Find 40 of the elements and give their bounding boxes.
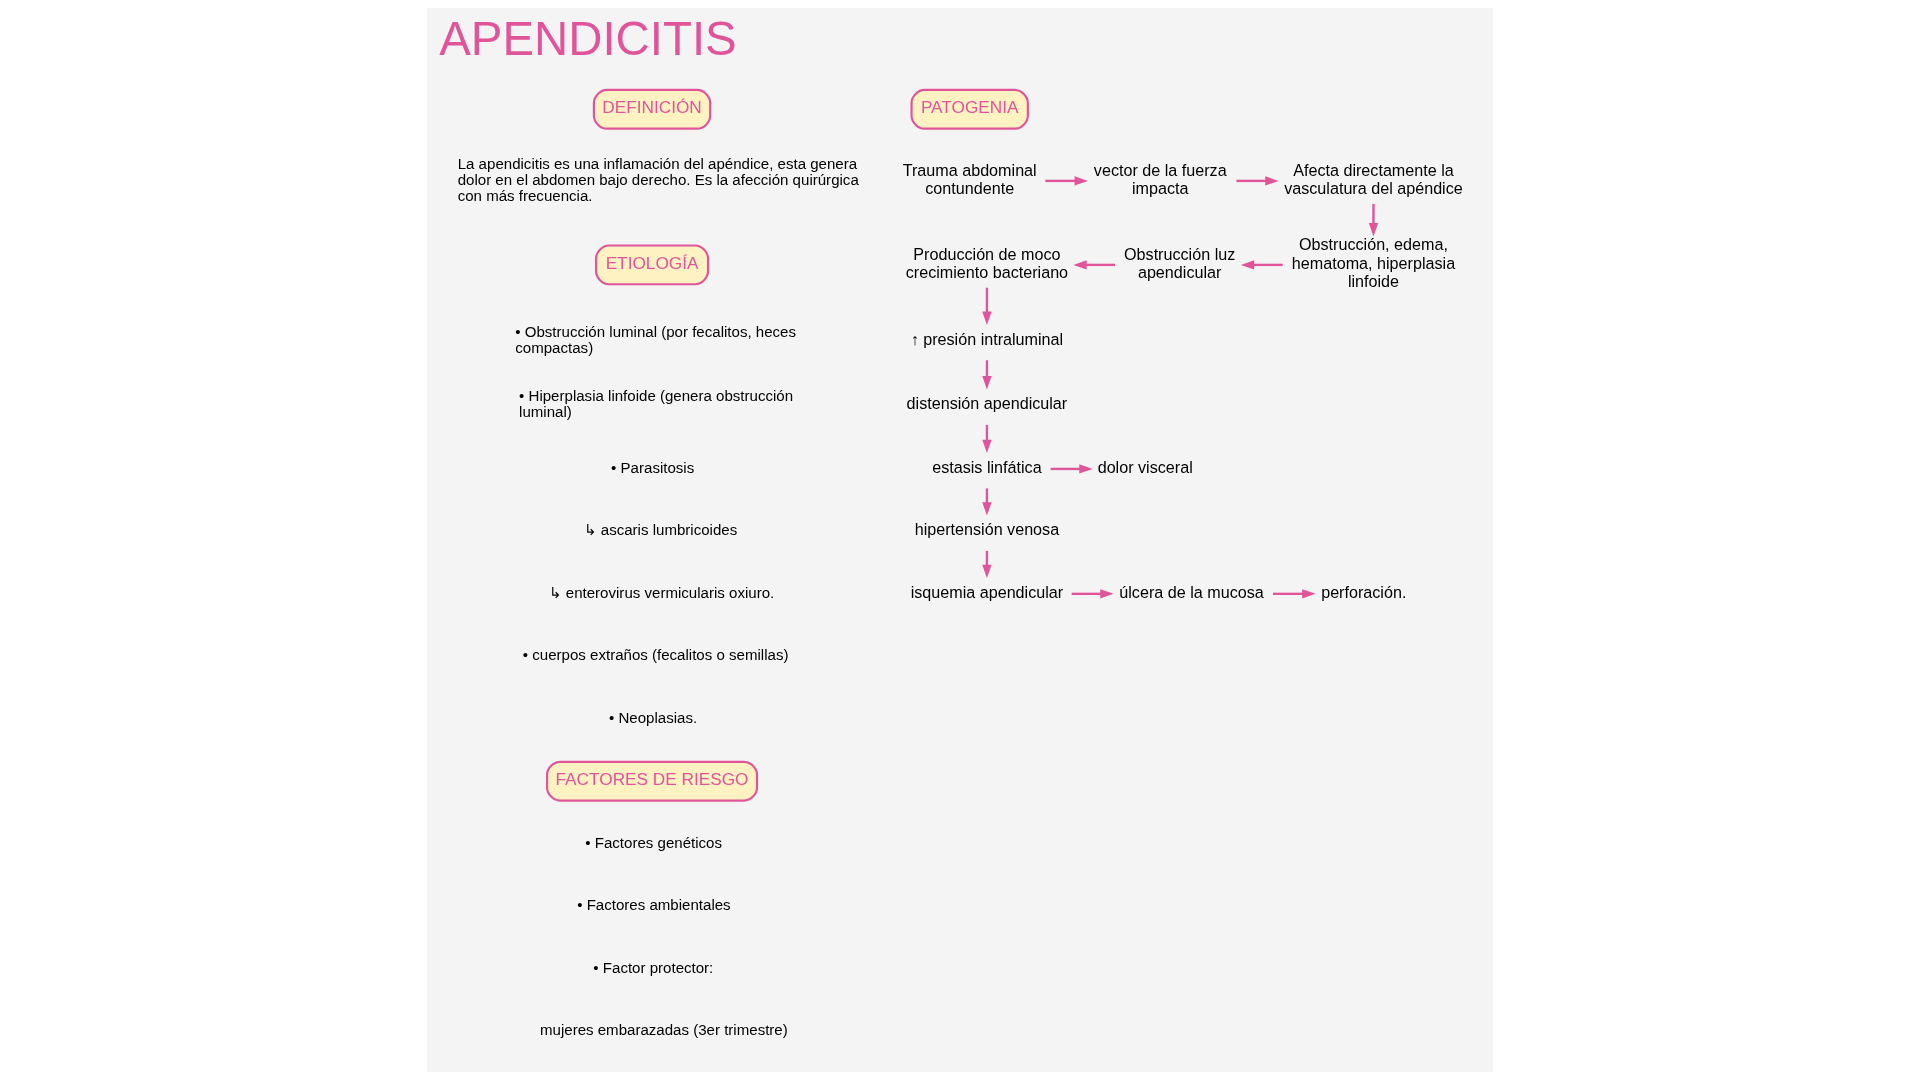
label: • Parasitosis: [611, 458, 695, 476]
arrow: [1045, 176, 1088, 186]
node-text: Afecta directamente la vasculatura del apéndice: [1284, 160, 1463, 197]
node-text: estasis linfática: [932, 457, 1042, 476]
label: ↳ enterovirus vermicularis oxiuro.: [548, 583, 775, 601]
node-text: úlcera de la mucosa: [1119, 582, 1264, 601]
arrow: [1050, 464, 1093, 474]
arrow: [982, 287, 992, 325]
node-text: isquemia apendicular: [910, 582, 1064, 601]
node-text: perforación.: [1321, 582, 1407, 601]
arrow: [1071, 589, 1114, 599]
node-box: DEFINICIÓN: [592, 88, 712, 130]
label: • Factor protector:: [593, 958, 714, 976]
label: mujeres embarazadas (3er trimestre): [539, 1020, 788, 1038]
diagram-title: APENDICITIS: [439, 11, 737, 65]
node-text: Obstrucción, edema, hematoma, hiperplasia linfoide: [1291, 235, 1456, 290]
label: • cuerpos extraños (fecalitos o semillas): [522, 646, 789, 664]
node-box: FACTORES DE RIESGO: [546, 760, 759, 802]
arrow: [1272, 589, 1316, 599]
arrow: [1368, 203, 1379, 237]
label: • Factores genéticos: [585, 833, 722, 851]
label: • Obstrucción luminal (por fecalitos, heces compactas): [515, 322, 796, 356]
arrow: [1073, 260, 1116, 270]
node-text: hipertensión venosa: [914, 520, 1060, 539]
node-text: ↑ presión intraluminal: [910, 329, 1064, 348]
arrow: [1236, 176, 1279, 186]
node-text: vector de la fuerza impacta: [1093, 160, 1227, 197]
label: La apendicitis es una inflamación del apéndice, esta genera dolor en el abdomen bajo derecho. Es la afección quirúrgica con más frecuencia.: [457, 154, 859, 205]
node-box: PATOGENIA: [910, 88, 1029, 130]
label: • Neoplasias.: [608, 708, 698, 726]
node-text: distensión apendicular: [906, 394, 1068, 413]
node-text: dolor visceral: [1097, 457, 1193, 476]
label: ↳ ascaris lumbricoides: [583, 521, 738, 539]
node-text: Producción de moco crecimiento bacteriano: [905, 244, 1069, 281]
node-text: Trauma abdominal contundente: [902, 160, 1037, 197]
label: • Factores ambientales: [577, 896, 731, 914]
node-box: ETIOLOGÍA: [594, 244, 710, 286]
label: • Hiperplasia linfoide (genera obstrucción luminal): [519, 387, 794, 421]
arrow: [1240, 260, 1283, 270]
node-text: Obstrucción luz apendicular: [1124, 244, 1236, 281]
